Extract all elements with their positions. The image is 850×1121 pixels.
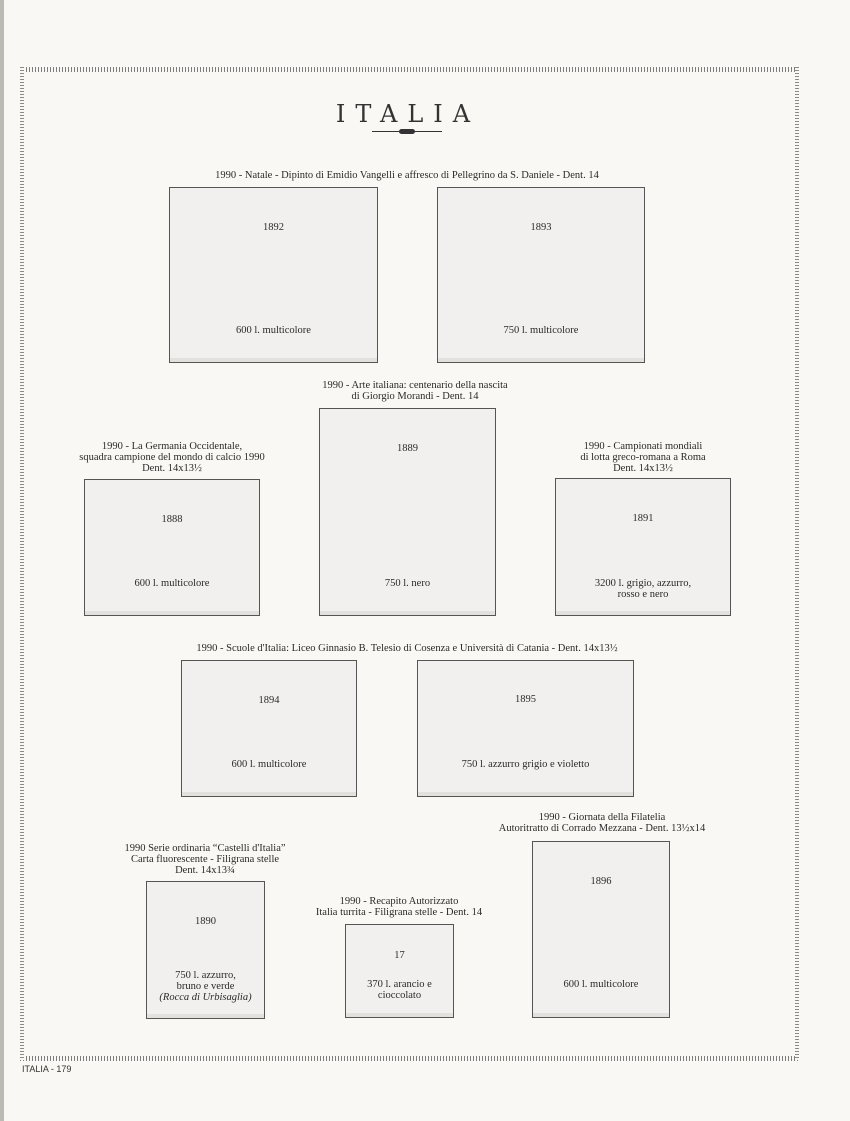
stamp-mount-slot: 1894 600 l. multicolore	[181, 660, 357, 797]
caption-line: Dent. 14x13¾	[175, 865, 235, 876]
frame-border-right	[795, 67, 799, 1060]
page-binding-edge	[0, 0, 4, 1121]
description-line: 600 l. multicolore	[236, 325, 311, 336]
stamp-mount-slot: 1892 600 l. multicolore	[169, 187, 378, 363]
stamp-mount-slot: 1895 750 l. azzurro grigio e violetto	[417, 660, 634, 797]
description-line: 600 l. multicolore	[563, 979, 639, 990]
issue-caption: 1990 - La Germania Occidentale,squadra c…	[79, 441, 264, 474]
catalogue-number: 1890	[195, 916, 216, 927]
stamp-description: 750 l. azzurro,bruno e verde(Rocca di Ur…	[147, 970, 264, 1003]
stamp-mount-slot: 1889 750 l. nero	[319, 408, 496, 616]
stamp-description: 750 l. nero	[320, 578, 495, 589]
description-line: rosso e nero	[617, 589, 669, 600]
frame-border-left	[20, 67, 24, 1060]
catalogue-number: 1896	[590, 876, 612, 887]
issue-caption: 1990 - Arte italiana: centenario della n…	[322, 380, 507, 402]
frame-border-top	[20, 67, 798, 72]
stamp-mount-slot: 1891 3200 l. grigio, azzurro,rosso e nero	[555, 478, 731, 616]
catalogue-number: 1894	[258, 695, 280, 706]
issue-caption: 1990 Serie ordinaria “Castelli d'Italia”…	[124, 843, 285, 876]
stamp-mount-slot: 1888 600 l. multicolore	[84, 479, 260, 616]
stamp-description: 750 l. azzurro grigio e violetto	[418, 759, 633, 770]
caption-line: squadra campione del mondo di calcio 199…	[79, 452, 265, 463]
description-line: (Rocca di Urbisaglia)	[159, 992, 252, 1003]
stamp-description: 600 l. multicolore	[182, 759, 356, 770]
stamp-mount-slot: 1890 750 l. azzurro,bruno e verde(Rocca d…	[146, 881, 265, 1019]
description-line: 600 l. multicolore	[134, 578, 210, 589]
caption-line: Italia turrita - Filigrana stelle - Dent…	[315, 907, 483, 918]
caption-line: 1990 - Giornata della Filatelia	[538, 812, 666, 823]
description-line: 370 l. arancio e	[367, 979, 432, 990]
catalogue-number: 17	[394, 950, 405, 961]
issue-caption: 1990 - Scuole d'Italia: Liceo Ginnasio B…	[196, 643, 617, 654]
caption-line: Dent. 14x13½	[142, 463, 202, 474]
description-line: 600 l. multicolore	[231, 759, 307, 770]
issue-caption: 1990 - Natale - Dipinto di Emidio Vangel…	[215, 170, 599, 181]
catalogue-number: 1893	[530, 222, 552, 233]
catalogue-number: 1889	[397, 443, 418, 454]
catalogue-number: 1895	[515, 694, 536, 705]
caption-line: 1990 - La Germania Occidentale,	[101, 441, 243, 452]
caption-line: 1990 - Campionati mondiali	[583, 441, 703, 452]
description-line: 750 l. azzurro,	[175, 970, 236, 981]
frame-border-bottom	[20, 1056, 798, 1061]
description-line: 3200 l. grigio, azzurro,	[594, 578, 692, 589]
caption-line: di Giorgio Morandi - Dent. 14	[351, 391, 479, 402]
stamp-mount-slot: 1896 600 l. multicolore	[532, 841, 670, 1018]
catalogue-number: 1891	[632, 513, 654, 524]
description-line: cioccolato	[377, 990, 422, 1001]
title-ornament	[372, 129, 442, 134]
caption-line: 1990 - Scuole d'Italia: Liceo Ginnasio B…	[196, 643, 618, 654]
caption-line: 1990 - Recapito Autorizzato	[339, 896, 459, 907]
description-line: bruno e verde	[176, 981, 235, 992]
caption-line: Carta fluorescente - Filigrana stelle	[130, 854, 280, 865]
page-title: ITALIA	[335, 100, 481, 128]
description-line: 750 l. nero	[384, 578, 431, 589]
catalogue-number: 1888	[161, 514, 183, 525]
caption-line: 1990 - Natale - Dipinto di Emidio Vangel…	[215, 170, 599, 181]
stamp-description: 3200 l. grigio, azzurro,rosso e nero	[556, 578, 730, 600]
stamp-description: 600 l. multicolore	[170, 325, 377, 336]
caption-line: 1990 Serie ordinaria “Castelli d'Italia”	[124, 843, 286, 854]
caption-line: Autoritratto di Corrado Mezzana - Dent. …	[498, 823, 706, 834]
description-line: 750 l. multicolore	[503, 325, 579, 336]
caption-line: Dent. 14x13½	[613, 463, 673, 474]
description-line: 750 l. azzurro grigio e violetto	[461, 759, 590, 770]
stamp-description: 750 l. multicolore	[438, 325, 644, 336]
stamp-description: 600 l. multicolore	[533, 979, 669, 990]
caption-line: di lotta greco-romana a Roma	[580, 452, 706, 463]
stamp-description: 600 l. multicolore	[85, 578, 259, 589]
page-footer: ITALIA - 179	[22, 1064, 72, 1074]
caption-line: 1990 - Arte italiana: centenario della n…	[322, 380, 508, 391]
stamp-mount-slot: 1893 750 l. multicolore	[437, 187, 645, 363]
catalogue-number: 1892	[263, 222, 284, 233]
